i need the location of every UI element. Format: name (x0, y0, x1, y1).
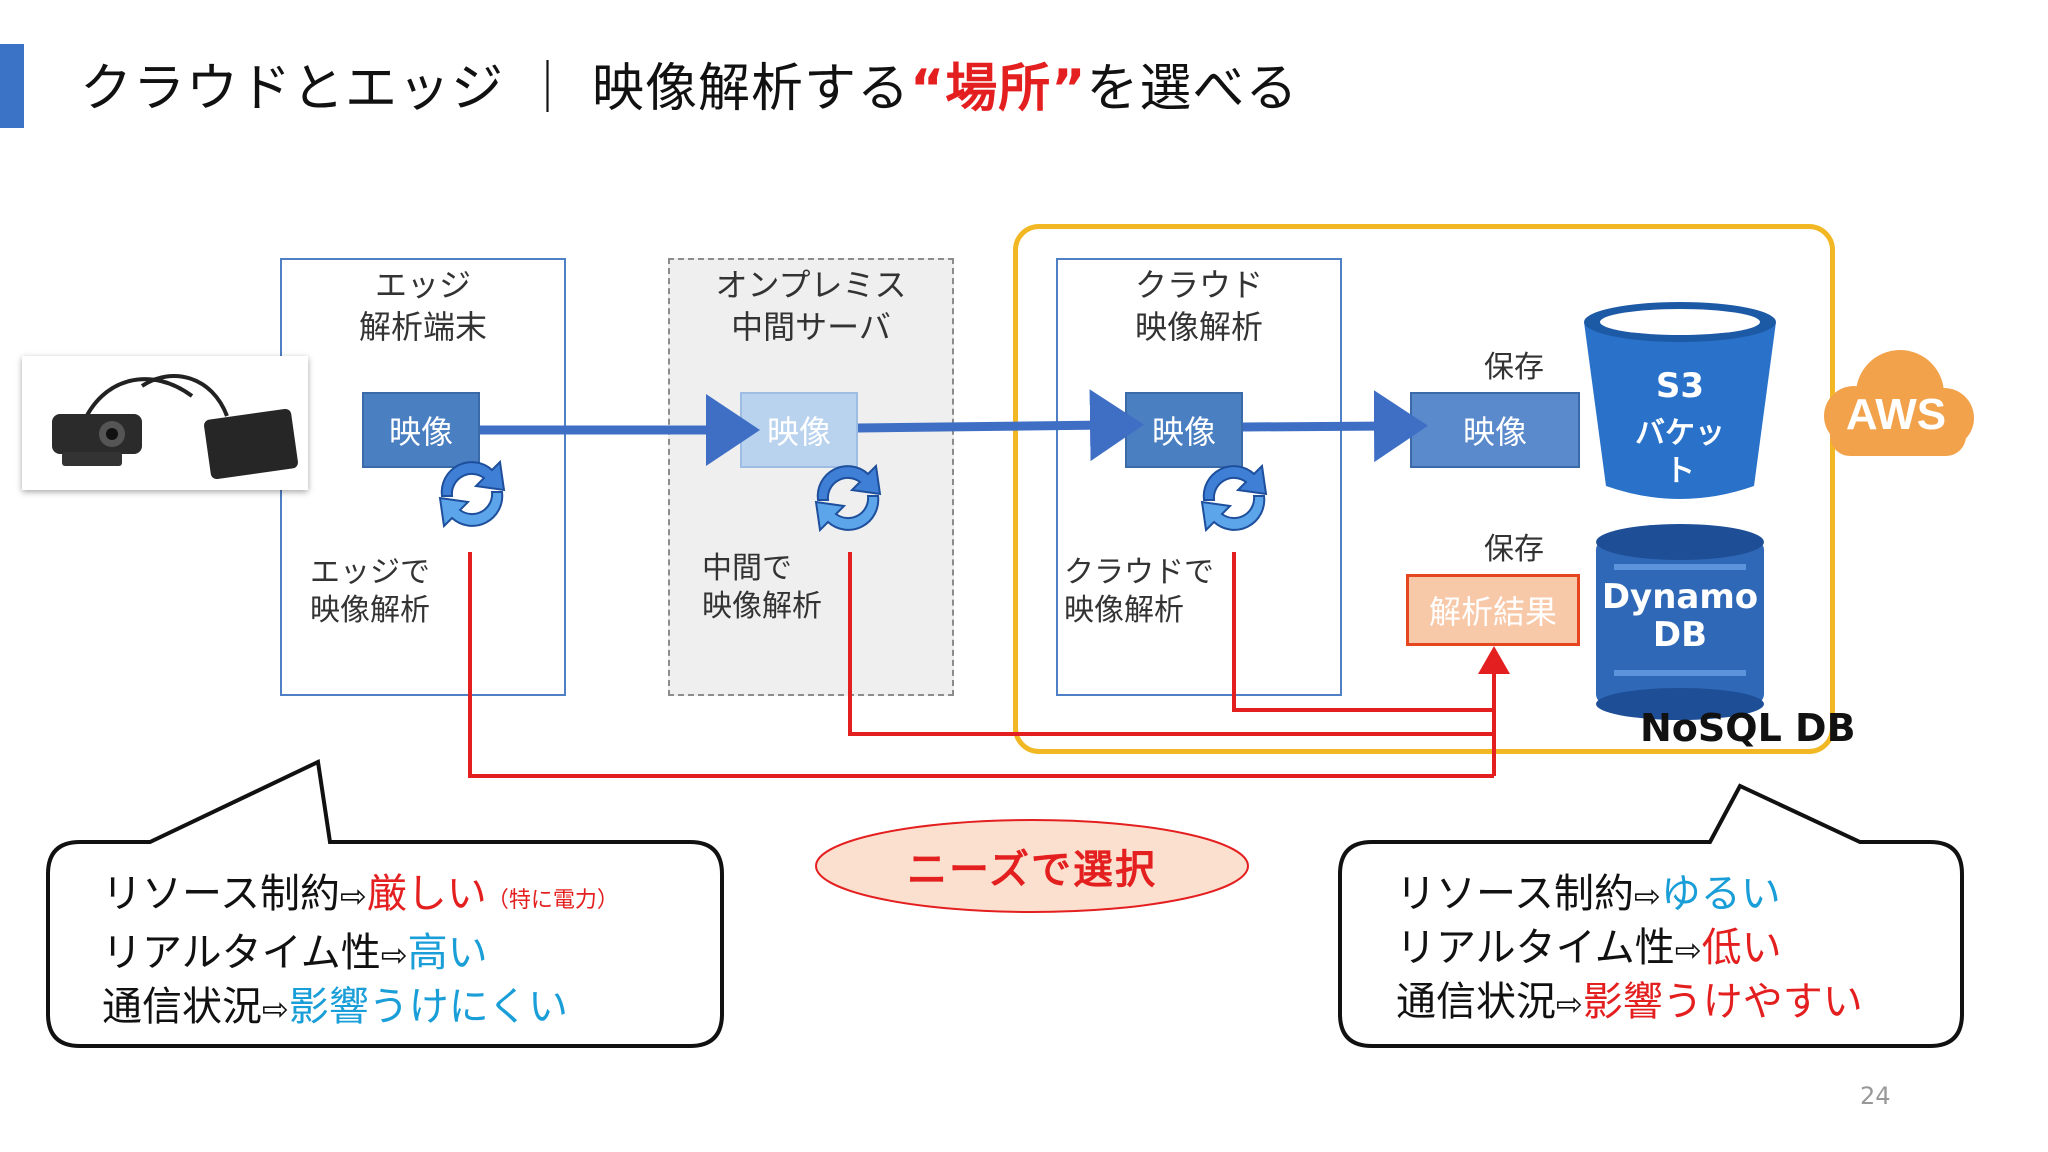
aws-region-frame (1013, 224, 1835, 754)
title-accent-bar (0, 44, 24, 128)
sync-icon (438, 459, 506, 529)
page-number: 24 (1860, 1082, 1891, 1110)
s3-bucket-icon: S3 バケッ ト (1580, 300, 1780, 508)
left-bubble-text: リソース制約⇨厳しい（特に電力） リアルタイム性⇨高い 通信状況⇨影響うけにくい (102, 871, 619, 1030)
onprem-zone (668, 258, 954, 696)
onprem-analysis-caption: 中間で映像解析 (702, 551, 822, 624)
edge-video-box: 映像 (362, 392, 480, 468)
right-bubble-text: リソース制約⇨ゆるい リアルタイム性⇨低い 通信状況⇨影響うけやすい (1396, 871, 1863, 1025)
save-label-video: 保存 (1484, 350, 1544, 385)
blue-flow-arrows (480, 389, 1428, 466)
sync-icon (814, 463, 882, 533)
onprem-zone-title: オンプレミス中間サーバ (715, 266, 907, 346)
cloud-zone-title: クラウド映像解析 (1134, 266, 1263, 346)
stored-video-box: 映像 (1410, 392, 1580, 468)
edge-analysis-caption: エッジで映像解析 (310, 555, 430, 628)
cloud-zone (1056, 258, 1342, 696)
sync-icon (1200, 463, 1268, 533)
cloud-video-box: 映像 (1125, 392, 1243, 468)
save-label-result: 保存 (1484, 532, 1544, 567)
analysis-result-box: 解析結果 (1406, 574, 1580, 646)
webcam-device-image (22, 356, 308, 490)
page-title: クラウドとエッジ ｜ 映像解析する“場所”を選べる (80, 59, 1299, 119)
nosql-db-label: NoSQL DB (1640, 706, 1856, 750)
edge-zone-title: エッジ解析端末 (358, 266, 487, 346)
red-result-lines (468, 552, 1510, 778)
select-by-needs-label: ニーズで選択 (907, 847, 1157, 893)
cloud-analysis-caption: クラウドで映像解析 (1064, 555, 1214, 628)
aws-cloud-logo: AWS (1810, 346, 1982, 462)
